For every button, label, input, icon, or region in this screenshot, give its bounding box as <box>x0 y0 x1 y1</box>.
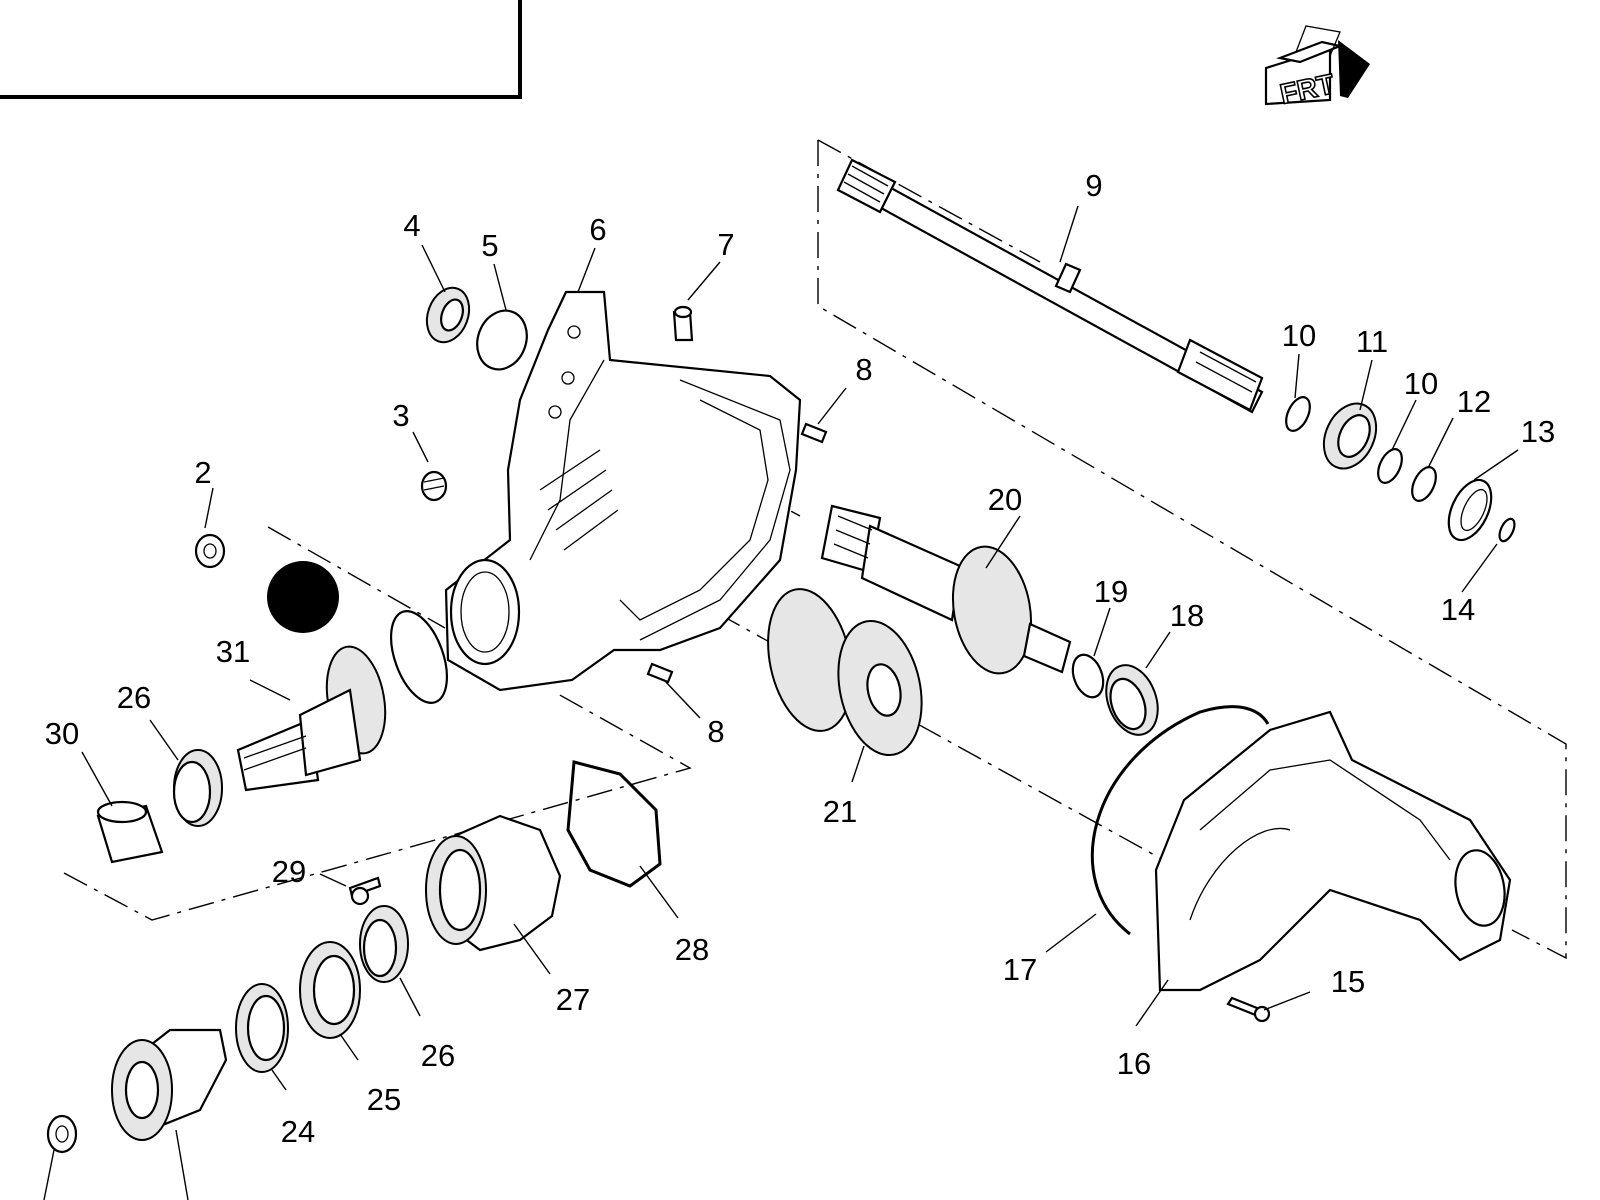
part-29-bolt <box>348 876 382 906</box>
callout-12: 12 <box>1457 384 1491 419</box>
callout-27: 27 <box>556 982 590 1017</box>
part-20-gear-shaft <box>820 504 1072 675</box>
part-15-bolt <box>1226 996 1271 1023</box>
title-box <box>0 0 522 99</box>
callout-21: 21 <box>823 794 857 829</box>
part-18-bearing <box>1105 664 1159 736</box>
part-4-seal <box>425 286 471 344</box>
part-5-o-ring <box>476 309 528 371</box>
o-ring-large <box>390 610 448 704</box>
part-8-dowel-a <box>800 422 828 444</box>
callout-20: 20 <box>988 482 1022 517</box>
part-31-pinion-shaft <box>236 645 387 792</box>
part-17-gasket <box>1090 705 1270 936</box>
part-21-double-gear <box>767 588 923 757</box>
part-flange <box>111 1028 228 1141</box>
callout-16: 16 <box>1117 1046 1151 1081</box>
callout-31: 31 <box>216 634 250 669</box>
part-7-vent <box>672 305 694 342</box>
part-3-plug <box>420 470 448 502</box>
callout-8-lower: 8 <box>707 714 724 749</box>
front-direction-arrow-icon <box>1264 25 1370 106</box>
part-9-shaft <box>836 158 1264 414</box>
part-26-bearing-b <box>359 905 409 983</box>
callout-10-right: 10 <box>1404 366 1438 401</box>
callout-5: 5 <box>481 228 498 263</box>
part-12-snap-ring <box>1411 466 1437 502</box>
callout-8-upper: 8 <box>855 352 872 387</box>
part-28-gasket <box>566 760 662 888</box>
part-13-retainer-plate <box>1447 478 1493 542</box>
callout-25: 25 <box>367 1082 401 1117</box>
callout-19: 19 <box>1094 574 1128 609</box>
callout-18: 18 <box>1170 598 1204 633</box>
callout-10-left: 10 <box>1282 318 1316 353</box>
callout-26-lower: 26 <box>421 1038 455 1073</box>
part-10-snap-ring-b <box>1377 448 1403 484</box>
callout-11: 11 <box>1356 324 1388 359</box>
part-6-housing <box>444 290 802 692</box>
callout-26-upper: 26 <box>117 680 151 715</box>
front-orientation-marker: FRT <box>1264 25 1370 111</box>
leader-lines <box>43 205 1519 1200</box>
callout-17: 17 <box>1003 952 1037 987</box>
part-10-snap-ring-a <box>1285 396 1311 432</box>
callout-29: 29 <box>272 854 306 889</box>
part-30-sleeve <box>96 800 164 864</box>
black-ball <box>267 561 339 633</box>
part-flange-nut <box>46 1114 78 1154</box>
callout-7: 7 <box>717 227 734 262</box>
callout-13: 13 <box>1521 414 1555 449</box>
part-25-seal <box>299 941 361 1039</box>
callout-labels: 2 3 4 5 6 7 8 9 10 11 10 12 13 14 20 19 … <box>45 168 1555 1149</box>
part-16-rear-cover <box>1154 710 1512 992</box>
part-2-plug <box>194 533 226 569</box>
callout-4: 4 <box>403 208 420 243</box>
callout-15: 15 <box>1331 964 1365 999</box>
callout-30: 30 <box>45 716 79 751</box>
part-8-dowel-b <box>646 662 674 684</box>
callout-9: 9 <box>1085 168 1102 203</box>
callout-14: 14 <box>1441 592 1475 627</box>
part-24-deflector <box>235 983 289 1073</box>
callout-6: 6 <box>589 212 606 247</box>
part-14-clip <box>1498 517 1516 543</box>
part-11-bearing <box>1322 402 1378 470</box>
callout-24: 24 <box>281 1114 315 1149</box>
callout-28: 28 <box>675 932 709 967</box>
part-26-bearing-a <box>172 749 223 827</box>
callout-2: 2 <box>194 455 211 490</box>
part-19-snap-ring <box>1071 653 1105 699</box>
callout-3: 3 <box>392 398 409 433</box>
part-27-retainer-housing <box>425 814 562 952</box>
